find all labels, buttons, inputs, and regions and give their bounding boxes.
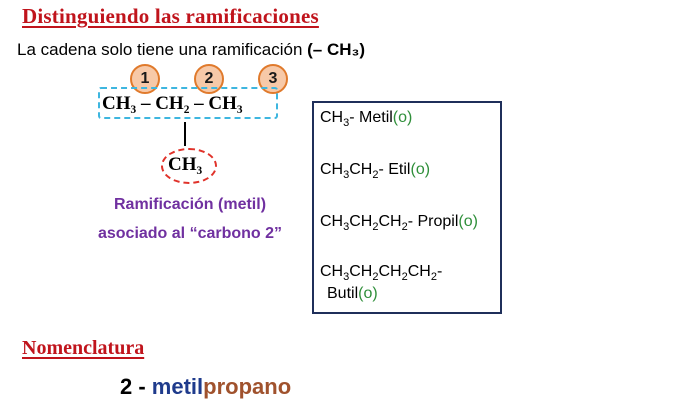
compound-branch-name: metil [151, 374, 204, 399]
radical-formula: CH3CH2CH2- [320, 213, 418, 234]
branch-formula: CH₃ [168, 154, 203, 175]
radical-name: Etil [388, 161, 411, 178]
radical-suffix: (o) [458, 213, 478, 230]
branch-note-line-2: asociado al “carbono 2” [97, 225, 283, 242]
radical-reference-box: CH3- Metil(o) CH3CH2- Etil(o) CH3CH2CH2-… [312, 101, 502, 314]
radical-butil: CH3CH2CH2CH2- Butil(o) [320, 263, 442, 303]
radical-etil: CH3CH2- Etil(o) [320, 161, 430, 181]
radical-suffix: (o) [358, 285, 378, 303]
radical-formula: CH3CH2- [320, 161, 389, 182]
radical-metil: CH3- Metil(o) [320, 109, 412, 129]
nomenclature-title: Nomenclatura [22, 337, 145, 359]
radical-name: Butil [327, 285, 359, 303]
branch-note-line-1: Ramificación (metil) [113, 196, 267, 213]
radical-formula: CH3- [320, 109, 360, 130]
intro-sentence: La cadena solo tiene una ramificación [17, 40, 308, 59]
compound-locant: 2 - [120, 374, 152, 399]
radical-formula: CH3CH2CH2CH2- [320, 263, 443, 284]
branch-highlight [161, 148, 217, 184]
main-chain-formula: CH₃ – CH₂ – CH₃ [102, 93, 243, 114]
carbon-number-1: 1 [130, 64, 160, 94]
carbon-number-2: 2 [194, 64, 224, 94]
main-chain-highlight [98, 87, 278, 119]
page-title: Distinguiendo las ramificaciones [22, 4, 319, 28]
compound-main-chain: propano [203, 374, 292, 399]
radical-name: Metil [359, 109, 393, 126]
intro-text: La cadena solo tiene una ramificación (–… [17, 40, 365, 60]
radical-suffix: (o) [392, 109, 413, 126]
branch-note: Ramificación (metil) asociado al “carbon… [80, 190, 300, 248]
radical-name-line: Butil(o) [320, 285, 442, 303]
radical-suffix: (o) [410, 161, 431, 178]
radical-propil: CH3CH2CH2- Propil(o) [320, 213, 478, 233]
radical-name: Propil [417, 213, 459, 230]
intro-formula: (– CH₃) [307, 40, 366, 59]
carbon-number-3: 3 [258, 64, 288, 94]
branch-bond [184, 122, 186, 146]
compound-name: 2 - metilpropano [120, 374, 291, 400]
